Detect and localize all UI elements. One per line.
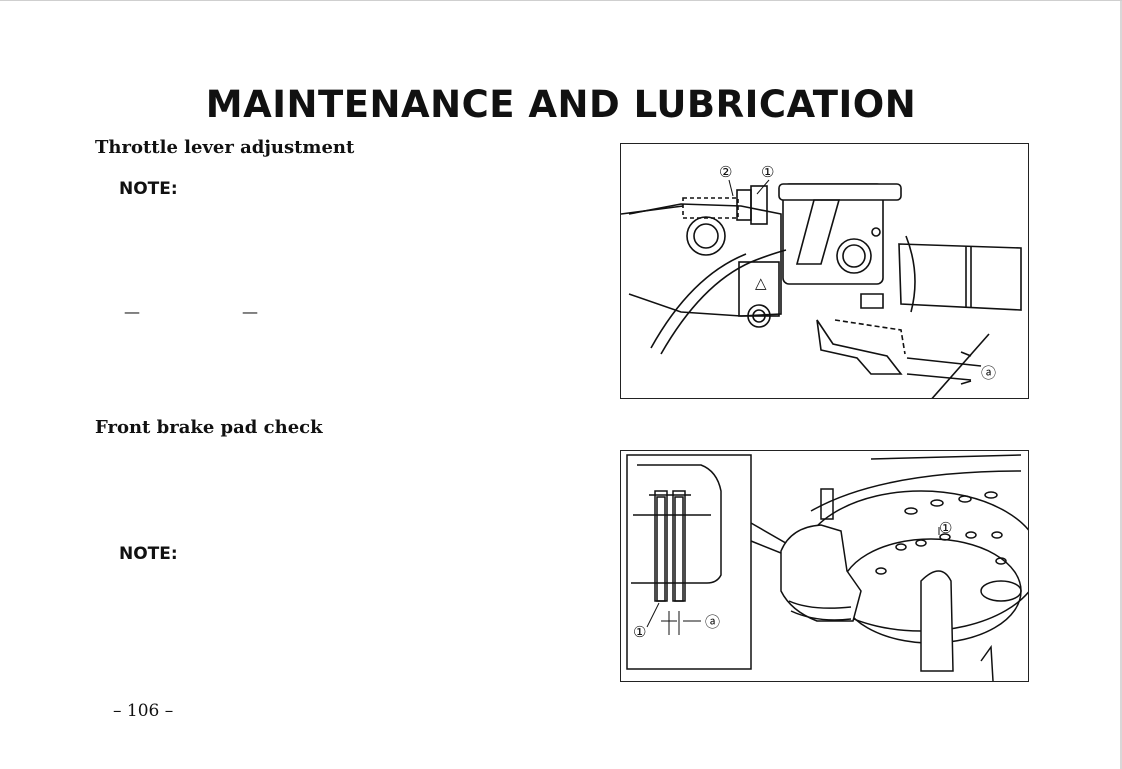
brake-note-label: NOTE:	[119, 544, 178, 564]
throttle-note-label: NOTE:	[119, 179, 178, 199]
callout-a: ⓐ	[705, 613, 720, 631]
dash-2: —	[242, 302, 258, 321]
throttle-lever-heading: Throttle lever adjustment	[95, 137, 355, 158]
brake-pad-illustration: ① ① ⓐ	[626, 454, 1028, 681]
callout-inset-1: ①	[633, 623, 646, 641]
callout-1: ①	[761, 163, 774, 181]
page-number: – 106 –	[113, 701, 174, 721]
throttle-lever-figure: △ ② ① ⓐ	[620, 143, 1029, 399]
page-title: MAINTENANCE AND LUBRICATION	[205, 83, 917, 126]
svg-text:△: △	[755, 274, 767, 292]
page-edge	[1120, 1, 1122, 769]
throttle-lever-illustration: △ ② ① ⓐ	[621, 163, 1022, 398]
callout-2: ②	[719, 163, 732, 181]
callout-a: ⓐ	[981, 364, 996, 382]
dash-1: —	[124, 302, 140, 321]
front-brake-pad-heading: Front brake pad check	[95, 417, 323, 438]
callout-disc-1: ①	[939, 519, 952, 537]
brake-pad-figure: ① ① ⓐ	[620, 450, 1029, 682]
